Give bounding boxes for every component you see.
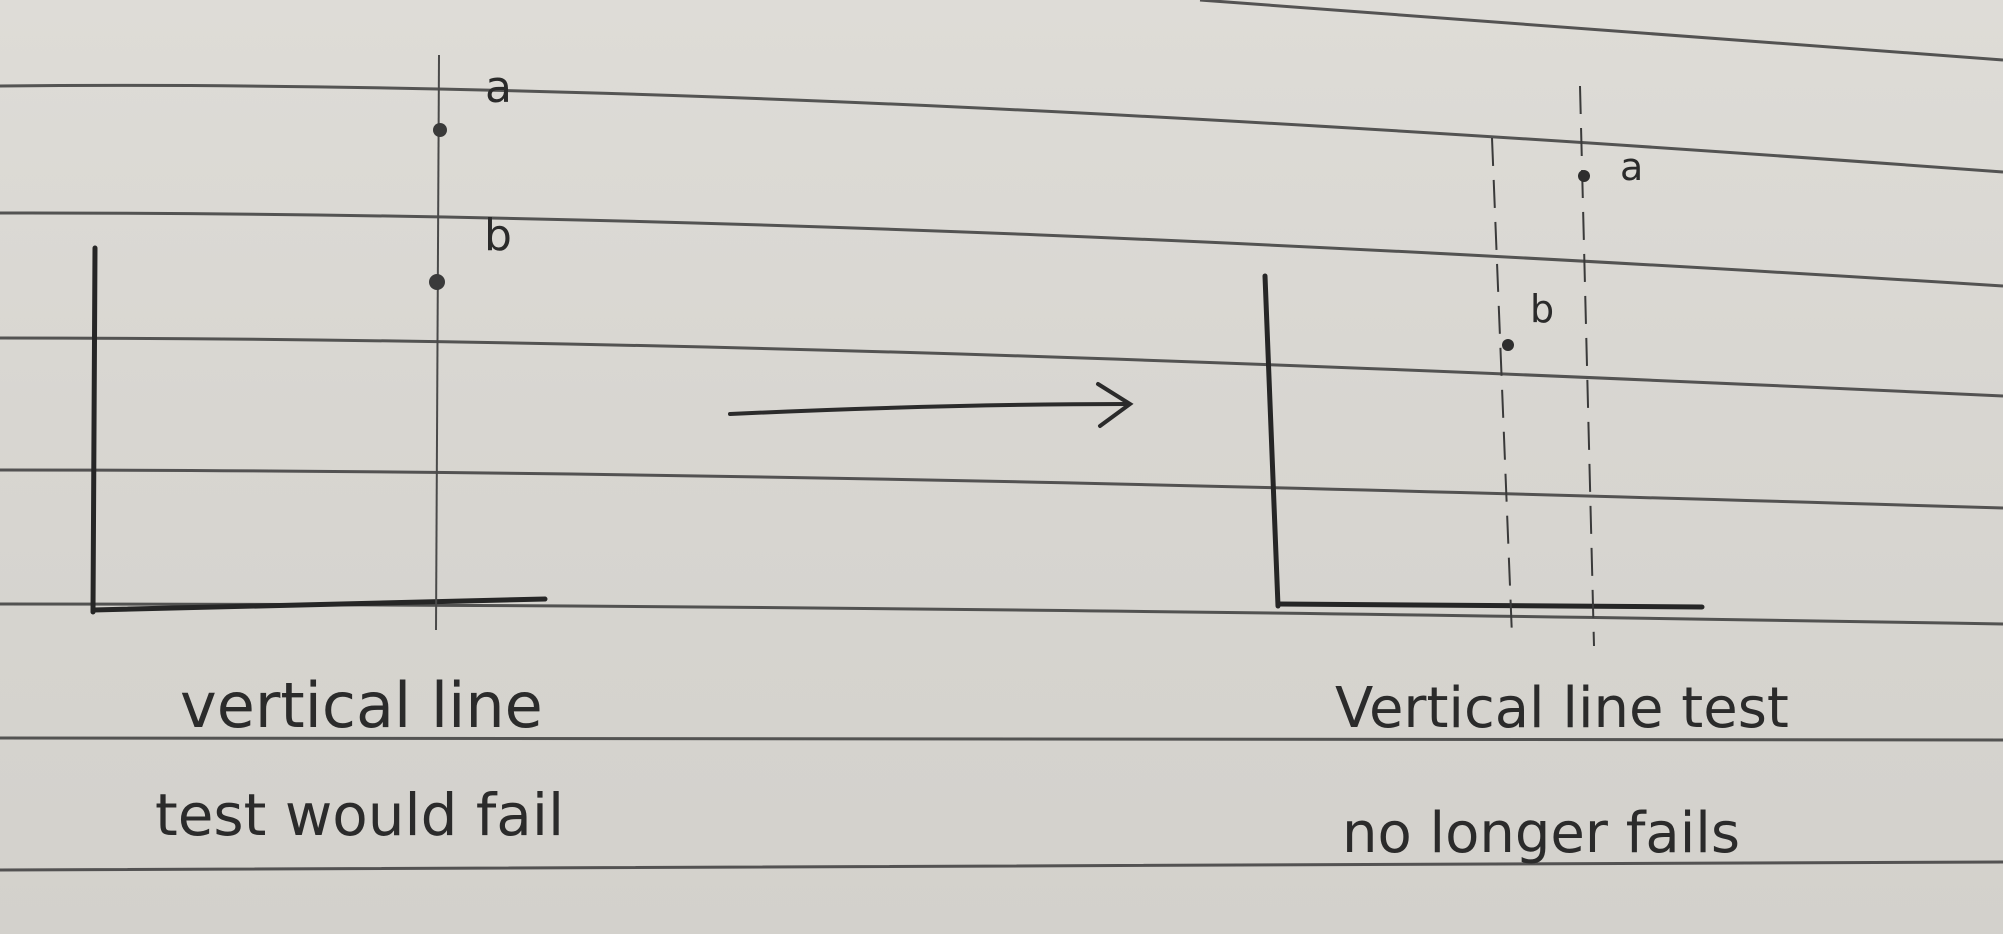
left-y-axis bbox=[90, 245, 98, 615]
left-vertical-test-line bbox=[435, 54, 440, 631]
arrow-shaft bbox=[728, 402, 1130, 416]
right-point-b-label: b bbox=[1530, 287, 1554, 331]
left-point-b-label: b bbox=[484, 210, 512, 261]
ruled-line bbox=[0, 83, 2003, 174]
left-point-a-label: a bbox=[485, 62, 512, 113]
right-dashed-line-b bbox=[1491, 137, 1513, 637]
right-dashed-line-a bbox=[1579, 85, 1595, 647]
arrow bbox=[728, 382, 1134, 428]
right-y-axis bbox=[1262, 273, 1281, 609]
left-x-axis bbox=[90, 596, 548, 613]
ruled-line bbox=[0, 468, 2003, 510]
ruled-line bbox=[1199, 0, 2003, 62]
right-point-b bbox=[1502, 339, 1514, 351]
right-diagram: a b Vertical line test no longer fails bbox=[1262, 85, 1789, 866]
ruled-line bbox=[0, 860, 2003, 872]
left-point-a bbox=[433, 123, 447, 137]
right-point-a bbox=[1578, 170, 1590, 182]
left-caption-line2: test would fail bbox=[155, 781, 564, 849]
right-point-a-label: a bbox=[1620, 145, 1643, 189]
right-caption-line1: Vertical line test bbox=[1335, 676, 1789, 741]
left-caption-line1: vertical line bbox=[180, 669, 543, 742]
left-point-b bbox=[429, 274, 445, 290]
ruled-line bbox=[0, 211, 2003, 288]
arrow-head-icon bbox=[1096, 382, 1134, 428]
right-x-axis bbox=[1275, 601, 1705, 610]
left-diagram: a b vertical line test would fail bbox=[90, 54, 564, 849]
right-caption-line2: no longer fails bbox=[1342, 801, 1740, 866]
ruled-line bbox=[0, 336, 2003, 398]
